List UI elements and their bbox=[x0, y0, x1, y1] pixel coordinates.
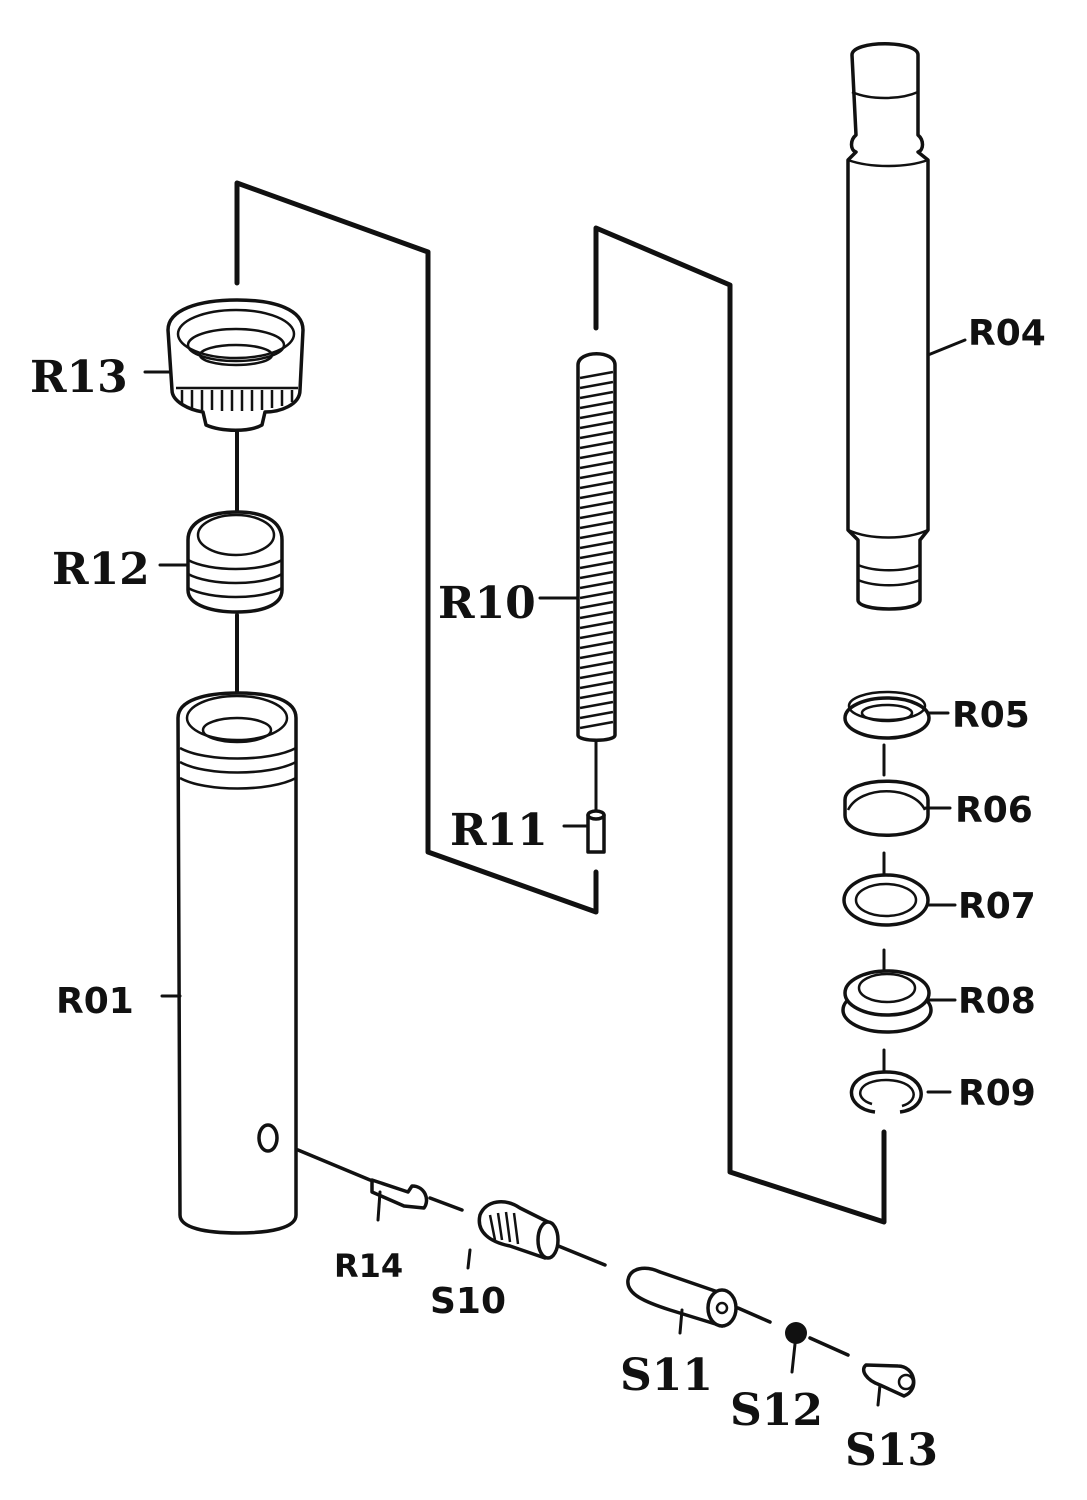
part-r13[interactable] bbox=[166, 298, 305, 432]
part-r08[interactable] bbox=[841, 969, 933, 1034]
label-r06: R06 bbox=[955, 790, 1033, 831]
label-r07: R07 bbox=[958, 886, 1036, 927]
assembly-line-r13-r11 bbox=[234, 180, 599, 915]
label-r08: R08 bbox=[958, 981, 1036, 1022]
label-s12: S12 bbox=[730, 1385, 823, 1436]
label-r04: R04 bbox=[968, 313, 1046, 354]
part-r07[interactable] bbox=[842, 873, 930, 927]
part-r12[interactable] bbox=[186, 510, 284, 614]
assembly-lines bbox=[234, 180, 887, 1357]
label-r05: R05 bbox=[952, 695, 1030, 736]
label-r13: R13 bbox=[30, 352, 128, 403]
label-s10: S10 bbox=[430, 1281, 506, 1322]
part-s10[interactable] bbox=[477, 1200, 560, 1260]
label-r12: R12 bbox=[52, 544, 150, 595]
label-r01: R01 bbox=[56, 981, 134, 1022]
part-s13[interactable] bbox=[861, 1363, 916, 1398]
part-r05[interactable] bbox=[843, 690, 931, 740]
label-r10: R10 bbox=[438, 578, 536, 629]
assembly-line-r10-r09 bbox=[593, 225, 887, 1225]
part-s11[interactable] bbox=[626, 1266, 738, 1328]
label-s13: S13 bbox=[845, 1425, 938, 1476]
part-r10[interactable] bbox=[576, 352, 617, 742]
part-r11[interactable] bbox=[586, 809, 606, 854]
leader-lines bbox=[143, 338, 967, 1407]
part-r09[interactable] bbox=[849, 1070, 923, 1114]
part-r06[interactable] bbox=[843, 779, 930, 837]
part-r14[interactable] bbox=[370, 1178, 429, 1210]
label-r11: R11 bbox=[450, 805, 548, 856]
label-s11: S11 bbox=[620, 1350, 713, 1401]
part-r04[interactable] bbox=[846, 42, 930, 611]
label-r09: R09 bbox=[958, 1073, 1036, 1114]
part-r01[interactable] bbox=[176, 691, 298, 1235]
part-labels: R13 R12 R01 R10 R11 R04 R05 R06 R07 R08 … bbox=[30, 313, 1046, 1476]
part-s12[interactable] bbox=[785, 1322, 807, 1344]
assembly-line-side-port bbox=[296, 1148, 850, 1357]
label-r14: R14 bbox=[334, 1247, 403, 1285]
